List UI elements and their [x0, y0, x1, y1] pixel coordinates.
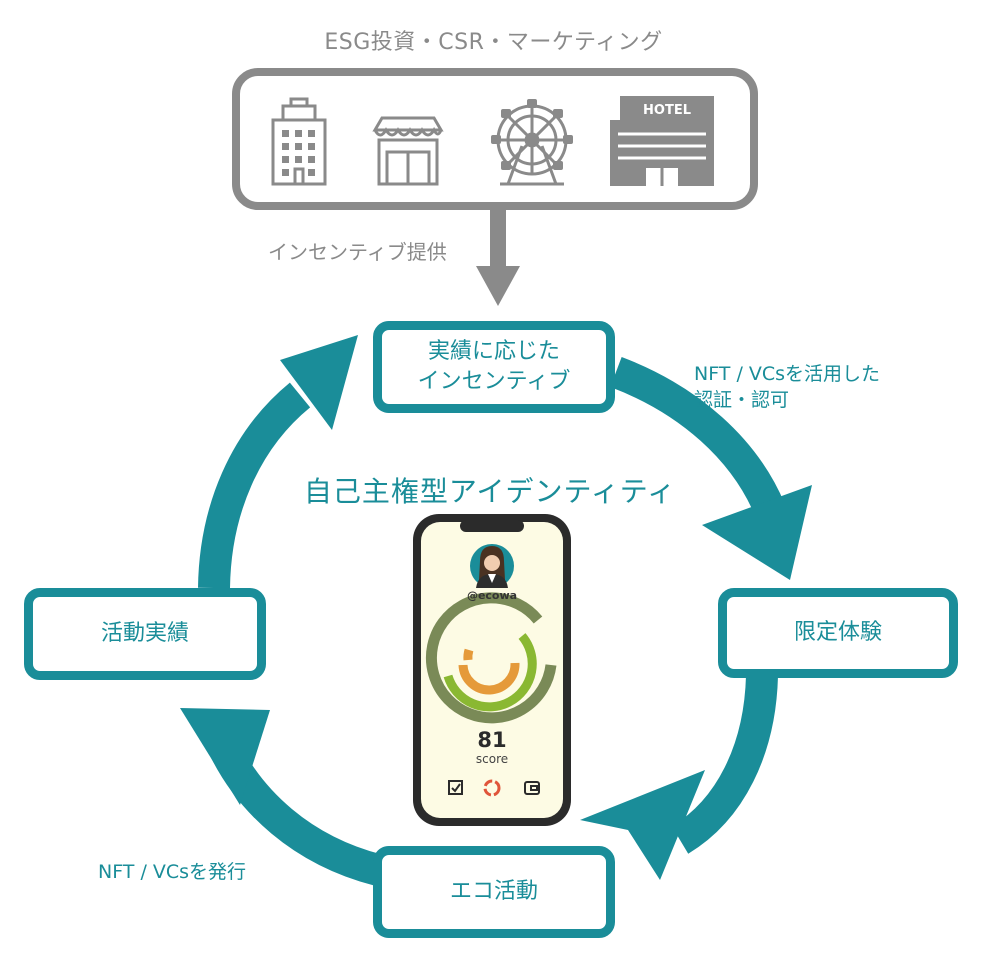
node-incentive: 実績に応じた インセンティブ	[373, 321, 615, 413]
phone-notch	[460, 520, 524, 532]
sponsors-caption: ESG投資・CSR・マーケティング	[324, 30, 663, 55]
hotel-sign: HOTEL	[643, 103, 691, 118]
incentive-arrow	[476, 206, 520, 306]
arrowhead-results	[180, 708, 270, 805]
arrowhead-limited	[702, 485, 812, 580]
incentive-provide-label: インセンティブ提供	[268, 240, 447, 264]
avatar	[470, 544, 514, 588]
issue-label: NFT / VCsを発行	[98, 861, 247, 883]
ring-outer	[425, 592, 557, 724]
arrow-incentive-to-limited	[610, 357, 785, 517]
score-value: 81	[477, 728, 507, 752]
shop-icon	[372, 116, 444, 186]
phone-nav-score-icon[interactable]	[483, 779, 501, 797]
node-eco-activity: エコ活動	[373, 846, 615, 938]
ferris-wheel-icon	[491, 99, 573, 186]
score-rings	[425, 592, 557, 724]
score-label: score	[475, 752, 509, 766]
center-title: 自己主権型アイデンティティ	[303, 475, 677, 508]
ring-middle	[443, 633, 537, 712]
arrowhead-eco	[580, 770, 705, 880]
arrowhead-incentive	[280, 335, 358, 430]
phone-screen	[421, 522, 563, 818]
node-activity-results: 活動実績	[24, 588, 266, 680]
certify-label: NFT / VCsを活用した 認証・認可	[694, 363, 881, 411]
phone-nav-wallet-icon[interactable]	[524, 781, 540, 795]
smartphone	[413, 514, 571, 826]
office-building-icon	[271, 97, 327, 186]
ring-inner	[458, 662, 520, 695]
arrow-limited-to-eco	[671, 675, 778, 854]
phone-username: @ecowa	[466, 589, 518, 602]
phone-nav-checklist-icon[interactable]	[448, 780, 463, 795]
node-limited-experience: 限定体験	[718, 588, 958, 678]
arrow-results-to-incentive	[198, 382, 311, 589]
hotel-icon: HOTEL	[610, 96, 714, 186]
